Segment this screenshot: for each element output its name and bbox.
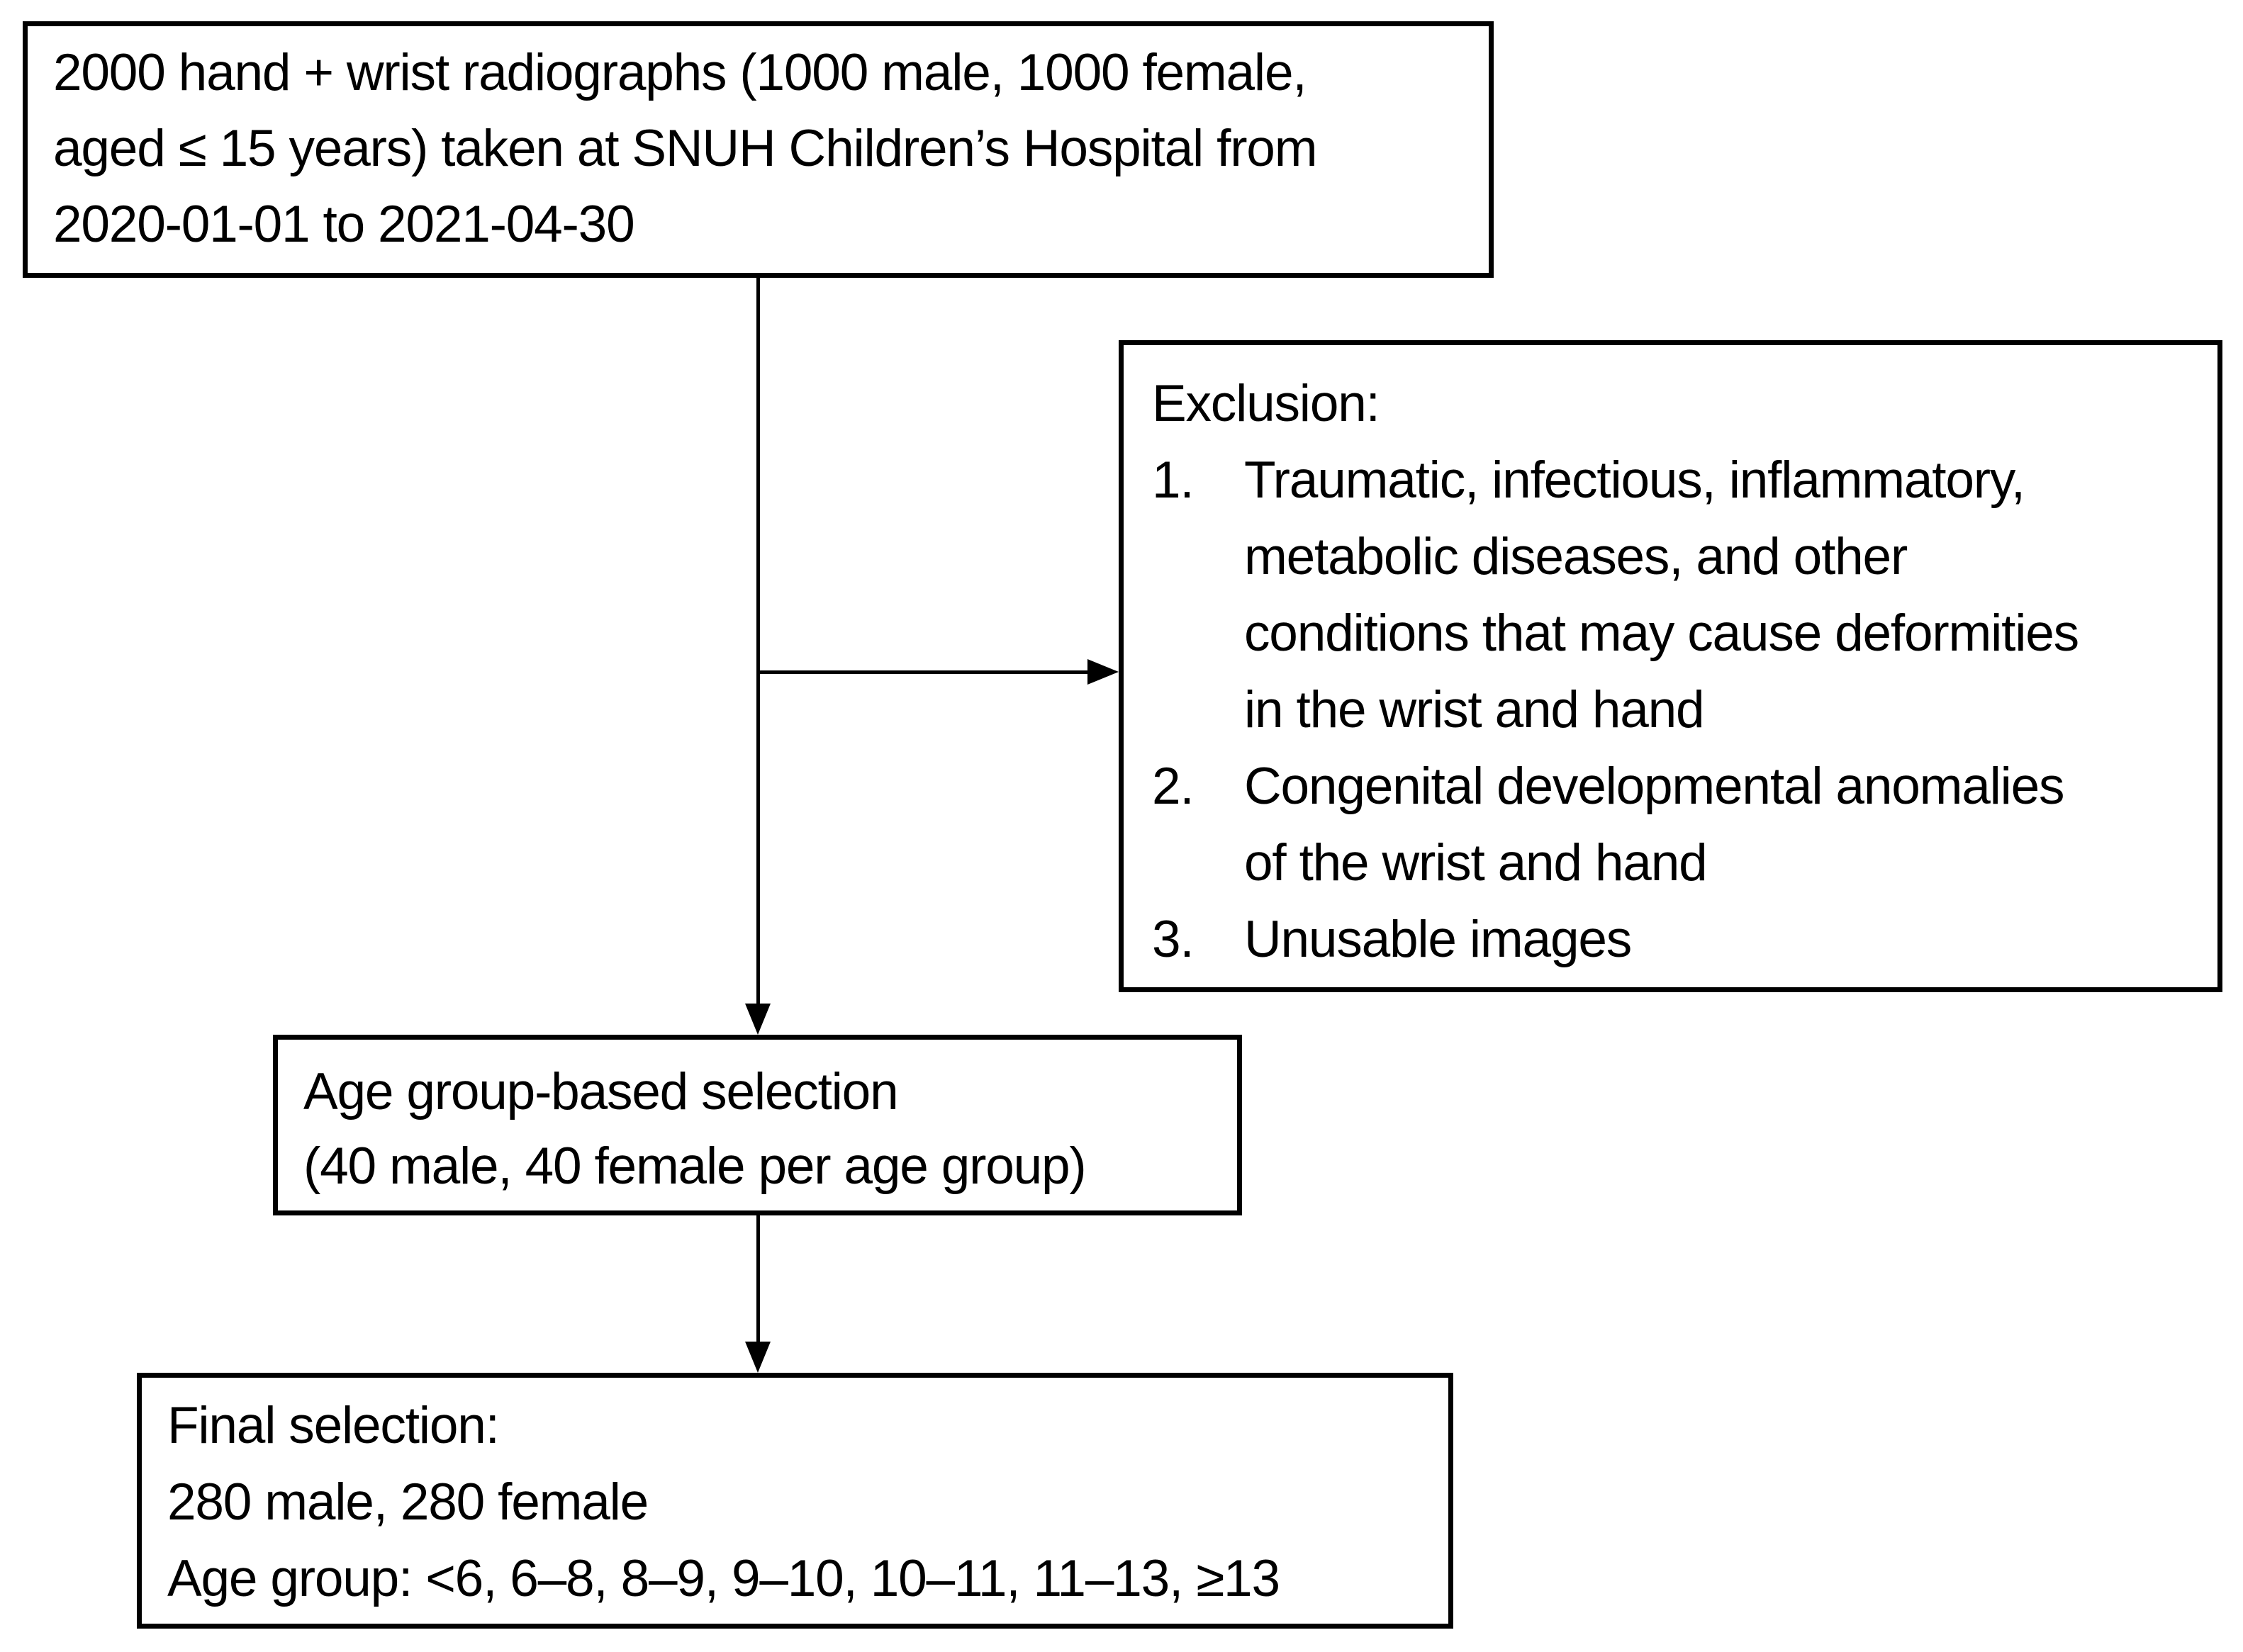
arrow-right-into-exclusion-icon xyxy=(1087,659,1119,685)
exclusion-item-1-text: Traumatic, infectious, inflammatory, met… xyxy=(1244,442,2079,748)
final-box-line-1: Final selection: xyxy=(167,1397,500,1454)
arrow-down-into-final-icon xyxy=(745,1342,771,1373)
exclusion-item-3-line-1: Unusable images xyxy=(1244,911,1632,968)
exclusion-item-1-line-4: in the wrist and hand xyxy=(1244,681,1705,738)
exclusion-item-2-number: 2. xyxy=(1152,758,1195,815)
source-box-line-3: 2020-01-01 to 2021-04-30 xyxy=(53,196,635,253)
source-box: 2000 hand + wrist radiographs (1000 male… xyxy=(23,21,1494,278)
exclusion-title: Exclusion: xyxy=(1152,375,1380,432)
exclusion-item-2-line-1: Congenital developmental anomalies xyxy=(1244,758,2065,815)
source-box-line-2: aged ≤ 15 years) taken at SNUH Children’… xyxy=(53,120,1318,177)
selection-box-line-2: (40 male, 40 female per age group) xyxy=(303,1137,1087,1195)
exclusion-item-3-number: 3. xyxy=(1152,911,1195,968)
source-box-line-1: 2000 hand + wrist radiographs (1000 male… xyxy=(53,44,1307,101)
exclusion-item-1: 1. Traumatic, infectious, inflammatory, … xyxy=(1152,442,2205,748)
exclusion-item-1-line-3: conditions that may cause deformities xyxy=(1244,605,2079,662)
exclusion-item-1-number: 1. xyxy=(1152,451,1195,509)
exclusion-item-1-line-1: Traumatic, infectious, inflammatory, xyxy=(1244,451,2025,509)
final-box-line-2: 280 male, 280 female xyxy=(167,1473,649,1531)
selection-box-line-1: Age group-based selection xyxy=(303,1063,899,1120)
connector-selection-to-final-line xyxy=(756,1215,760,1342)
exclusion-item-1-line-2: metabolic diseases, and other xyxy=(1244,528,1908,585)
exclusion-box: Exclusion: 1. Traumatic, infectious, inf… xyxy=(1119,340,2222,992)
exclusion-item-2: 2. Congenital developmental anomalies of… xyxy=(1152,748,2205,901)
exclusion-item-3-text: Unusable images xyxy=(1244,901,1632,978)
exclusion-item-3: 3. Unusable images xyxy=(1152,901,2205,978)
connector-source-to-selection-line xyxy=(756,278,760,1004)
final-box: Final selection: 280 male, 280 female Ag… xyxy=(137,1373,1453,1629)
selection-box: Age group-based selection (40 male, 40 f… xyxy=(273,1035,1242,1215)
connector-branch-to-exclusion-line xyxy=(756,670,1087,674)
arrow-down-into-selection-icon xyxy=(745,1004,771,1035)
exclusion-item-2-line-2: of the wrist and hand xyxy=(1244,834,1708,892)
final-box-line-3: Age group: <6, 6–8, 8–9, 9–10, 10–11, 11… xyxy=(167,1550,1280,1607)
exclusion-item-2-text: Congenital developmental anomalies of th… xyxy=(1244,748,2065,901)
